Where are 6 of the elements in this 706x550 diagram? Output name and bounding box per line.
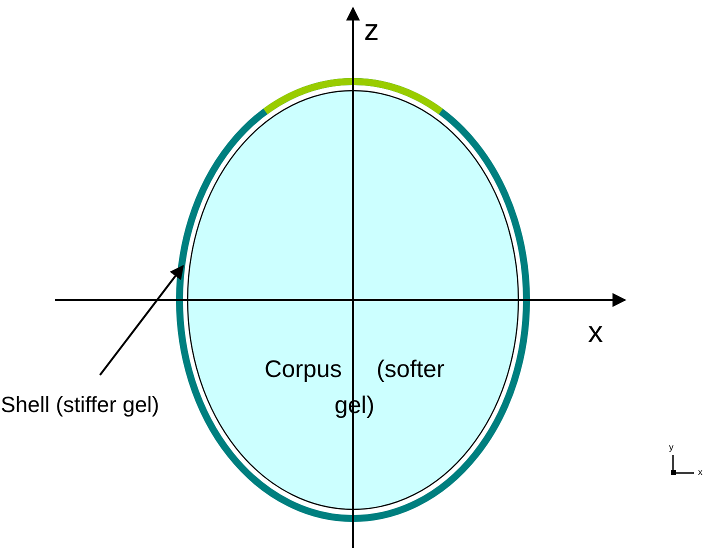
axis-label: x [698, 468, 702, 478]
callout-label: Shell (stiffer gel) [0, 391, 160, 419]
axis-label: z [364, 14, 379, 47]
axis-label: y [669, 443, 674, 453]
axis-label: x [588, 316, 603, 349]
leader-line [99, 264, 184, 376]
